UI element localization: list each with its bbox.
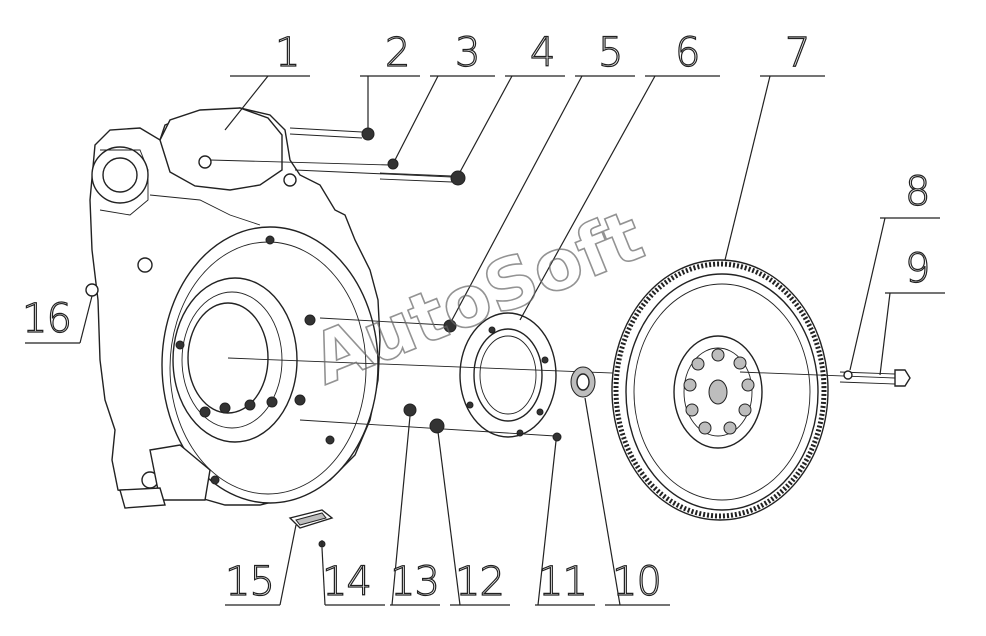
callout-12: 12 — [455, 559, 504, 605]
housing-bolt-2 — [289, 127, 375, 141]
flywheel-housing — [89, 107, 381, 509]
plug-16 — [85, 283, 99, 297]
pilot-bearing — [570, 366, 596, 398]
lower-axis-line — [299, 419, 556, 437]
callout-7: 7 — [785, 30, 809, 76]
flange-bolt-holes — [175, 235, 335, 485]
callout-5: 5 — [598, 30, 622, 76]
callout-3: 3 — [455, 30, 479, 76]
callout-11: 11 — [538, 559, 587, 605]
housing-washer-3 — [209, 158, 399, 170]
housing-bolt-4 — [294, 169, 466, 186]
flywheel-ring-gear — [611, 259, 829, 521]
callout-14: 14 — [322, 559, 371, 605]
plug-11 — [552, 432, 562, 442]
callout-numbers: 1 2 3 4 5 6 7 8 9 10 11 12 13 14 15 16 — [21, 29, 931, 605]
callout-10: 10 — [612, 559, 661, 605]
bolt-5 — [319, 317, 457, 333]
flywheel-bolt — [739, 369, 911, 387]
callout-6: 6 — [675, 30, 699, 76]
callout-16: 16 — [22, 296, 71, 342]
callout-8: 8 — [905, 169, 929, 215]
leader-lines — [25, 75, 945, 606]
callout-2: 2 — [385, 30, 409, 76]
screw-14 — [318, 540, 326, 548]
callout-9: 9 — [905, 246, 929, 292]
washer-12 — [429, 418, 445, 434]
seal-cover-plate — [459, 312, 557, 438]
callout-15: 15 — [225, 559, 274, 605]
nut-13 — [403, 403, 417, 417]
callout-4: 4 — [530, 30, 554, 76]
callout-13: 13 — [390, 559, 439, 605]
callout-1: 1 — [275, 30, 299, 76]
cover-plate-15 — [288, 509, 334, 529]
flywheel-bolt-holes — [683, 348, 755, 435]
